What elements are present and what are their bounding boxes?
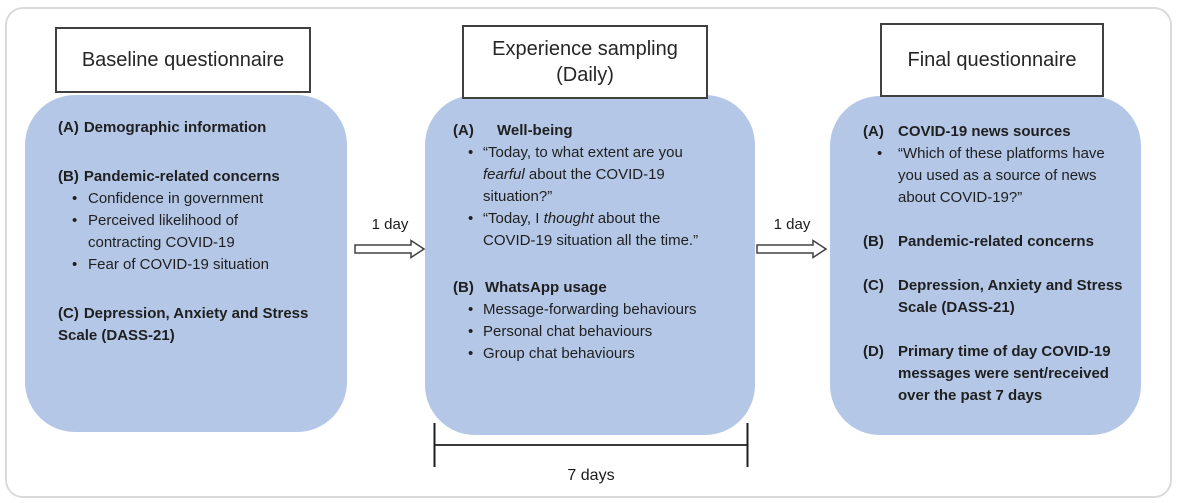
- quote-item: “Today, I thought about the COVID-19 sit…: [468, 208, 755, 252]
- section-c: (C)Depression, Anxiety and Stress Scale …: [863, 275, 1141, 319]
- baseline-panel-body: (A)Demographic information (B)Pandemic-r…: [25, 95, 347, 347]
- bracket-line: [433, 423, 749, 467]
- section-heading: (A)Well-being: [453, 120, 755, 142]
- section-label: (B): [58, 168, 79, 185]
- quote-item: “Which of these platforms have you used …: [877, 143, 1141, 209]
- section-b: (B)Pandemic-related concerns Confidence …: [58, 166, 347, 276]
- final-title: Final questionnaire: [907, 49, 1077, 71]
- experience-sampling-panel-body: (A)Well-being “Today, to what extent are…: [425, 95, 755, 365]
- section-b: (B)Pandemic-related concerns: [863, 231, 1141, 253]
- section-heading: (B)WhatsApp usage: [453, 277, 755, 299]
- final-title-box: Final questionnaire: [880, 23, 1104, 97]
- bullet-item: Perceived likelihood of contracting COVI…: [72, 210, 347, 254]
- right-block-arrow-icon: [354, 239, 426, 259]
- arrow-label: 1 day: [773, 216, 811, 233]
- section-a: (A)COVID-19 news sources “Which of these…: [863, 121, 1141, 209]
- section-heading: (C)Depression, Anxiety and Stress Scale …: [863, 277, 1123, 316]
- quote-list: “Which of these platforms have you used …: [863, 143, 1141, 209]
- section-b: (B)WhatsApp usage Message-forwarding beh…: [453, 277, 755, 365]
- duration-label: 7 days: [567, 467, 615, 484]
- section-label: (C): [58, 305, 79, 322]
- bullet-item: Message-forwarding behaviours: [468, 299, 755, 321]
- section-a: (A)Demographic information: [58, 117, 347, 139]
- experience-sampling-title-line1: Experience sampling: [492, 38, 678, 60]
- section-heading: (A)COVID-19 news sources: [863, 121, 1141, 143]
- experience-sampling-title-line2: (Daily): [556, 64, 614, 86]
- section-a: (A)Well-being “Today, to what extent are…: [453, 120, 755, 252]
- experience-sampling-title-box: Experience sampling (Daily): [462, 25, 708, 99]
- section-heading: (B)Pandemic-related concerns: [863, 231, 1141, 253]
- arrow-label: 1 day: [371, 216, 409, 233]
- bullet-list: Message-forwarding behaviours Personal c…: [453, 299, 755, 365]
- section-label: (B): [453, 279, 474, 296]
- one-day-arrow-2: 1 day: [753, 214, 831, 259]
- quote-item: “Today, to what extent are you fearful a…: [468, 142, 755, 208]
- bullet-list: Confidence in government Perceived likel…: [58, 188, 347, 276]
- section-label: (A): [863, 123, 884, 140]
- section-label: (C): [863, 277, 884, 294]
- section-heading: (A)Demographic information: [58, 119, 267, 136]
- section-label: (A): [58, 119, 79, 136]
- section-label: (A): [453, 122, 474, 139]
- right-block-arrow-icon: [756, 239, 828, 259]
- bullet-item: Personal chat behaviours: [468, 321, 755, 343]
- bullet-item: Confidence in government: [72, 188, 347, 210]
- bullet-item: Fear of COVID-19 situation: [72, 254, 347, 276]
- section-label: (D): [863, 343, 884, 360]
- final-panel-body: (A)COVID-19 news sources “Which of these…: [830, 96, 1141, 407]
- italic-word: thought: [543, 210, 594, 227]
- seven-days-bracket: 7 days: [433, 422, 749, 487]
- section-c: (C)Depression, Anxiety and Stress Scale …: [58, 303, 347, 347]
- italic-word: fearful: [483, 166, 525, 183]
- section-heading: (D)Primary time of day COVID-19 messages…: [863, 343, 1111, 404]
- baseline-title-box: Baseline questionnaire: [55, 27, 311, 93]
- baseline-title: Baseline questionnaire: [81, 49, 285, 71]
- section-heading: (B)Pandemic-related concerns: [58, 168, 280, 185]
- one-day-arrow-1: 1 day: [351, 214, 429, 259]
- figure-frame: [5, 7, 1172, 498]
- bullet-item: Group chat behaviours: [468, 343, 755, 365]
- section-heading: (C)Depression, Anxiety and Stress Scale …: [58, 305, 309, 344]
- section-label: (B): [863, 233, 884, 250]
- section-d: (D)Primary time of day COVID-19 messages…: [863, 341, 1141, 407]
- quote-list: “Today, to what extent are you fearful a…: [453, 142, 755, 252]
